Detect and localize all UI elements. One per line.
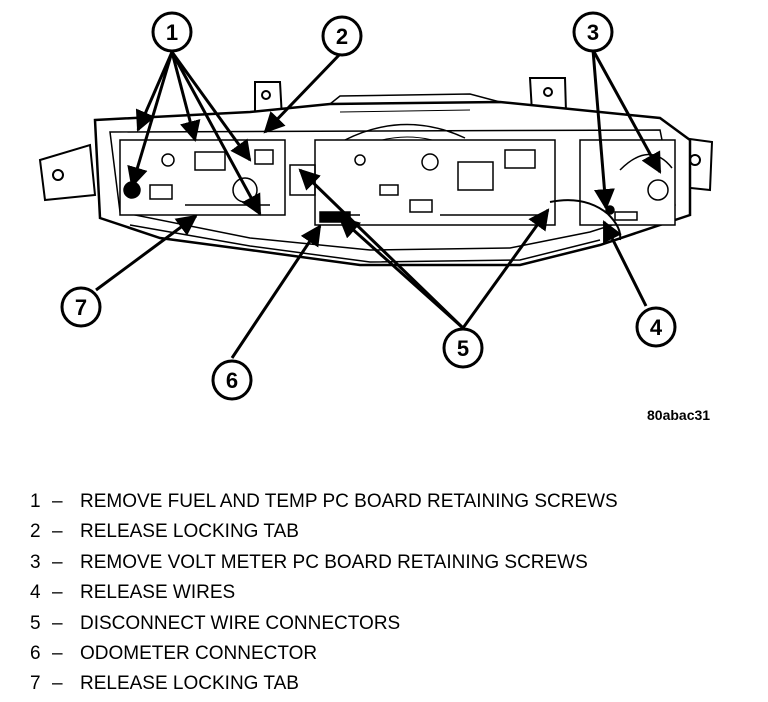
- legend-item: 7–RELEASE LOCKING TAB: [30, 669, 750, 699]
- legend-text: REMOVE FUEL AND TEMP PC BOARD RETAINING …: [80, 491, 618, 512]
- legend-number: 3: [30, 551, 41, 573]
- legend-text: ODOMETER CONNECTOR: [80, 642, 318, 664]
- legend-item: 3–REMOVE VOLT METER PC BOARD RETAINING S…: [30, 548, 750, 578]
- main-pc-board: [289, 139, 556, 226]
- legend-number: 7: [30, 673, 41, 695]
- legend-number: 4: [30, 582, 41, 604]
- callout-6: 6: [211, 359, 253, 401]
- callout-3: 3: [572, 11, 614, 53]
- svg-text:3: 3: [587, 20, 599, 45]
- legend-text: RELEASE LOCKING TAB: [80, 673, 299, 695]
- leader-lines: [95, 49, 662, 359]
- legend-number: 5: [30, 612, 41, 634]
- svg-text:7: 7: [75, 295, 87, 320]
- legend-number: 1: [30, 491, 41, 512]
- fuel-temp-pc-board: [119, 139, 286, 216]
- legend-separator: –: [52, 612, 63, 634]
- svg-text:2: 2: [336, 24, 348, 49]
- svg-text:5: 5: [457, 336, 469, 361]
- legend-item: 2–RELEASE LOCKING TAB: [30, 517, 750, 547]
- figure-code: 80abac31: [647, 407, 711, 423]
- callout-2: 2: [321, 15, 363, 57]
- legend-separator: –: [52, 491, 63, 512]
- svg-text:6: 6: [226, 368, 238, 393]
- legend-separator: –: [52, 673, 63, 695]
- legend-number: 6: [30, 642, 41, 664]
- callout-5: 5: [442, 327, 484, 369]
- instrument-cluster-diagram: 1 2 3 4 5 6 7: [38, 11, 714, 401]
- callout-4: 4: [635, 306, 677, 348]
- legend-item: 4–RELEASE WIRES: [30, 578, 750, 608]
- legend-separator: –: [52, 582, 63, 604]
- legend-item: 6–ODOMETER CONNECTOR: [30, 639, 750, 669]
- svg-text:4: 4: [650, 315, 663, 340]
- callout-7: 7: [60, 286, 102, 328]
- legend-separator: –: [52, 642, 63, 664]
- callout-1: 1: [151, 11, 193, 53]
- legend-number: 2: [30, 521, 41, 543]
- legend-item: 5–DISCONNECT WIRE CONNECTORS: [30, 609, 750, 639]
- legend-text: DISCONNECT WIRE CONNECTORS: [80, 612, 401, 634]
- legend-separator: –: [52, 551, 63, 573]
- legend-text: RELEASE WIRES: [80, 582, 236, 604]
- legend-text: RELEASE LOCKING TAB: [80, 521, 299, 543]
- svg-text:1: 1: [166, 20, 178, 45]
- legend-separator: –: [52, 521, 63, 543]
- legend-list: 1–REMOVE FUEL AND TEMP PC BOARD RETAININ…: [30, 487, 750, 700]
- volt-meter-pc-board: [579, 139, 676, 226]
- legend-text: REMOVE VOLT METER PC BOARD RETAINING SCR…: [80, 551, 588, 573]
- legend-item: 1–REMOVE FUEL AND TEMP PC BOARD RETAININ…: [30, 487, 750, 517]
